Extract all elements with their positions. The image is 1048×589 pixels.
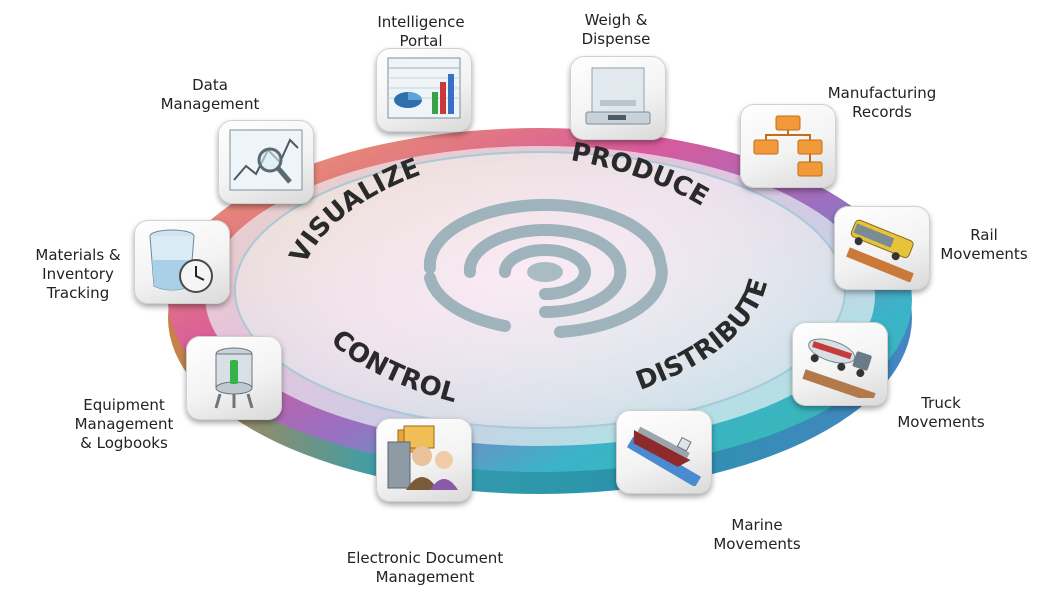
- data-management-tile: [218, 120, 314, 204]
- rail-movements-tile: [834, 206, 930, 290]
- ship-icon: [626, 426, 702, 486]
- center-logo: [423, 198, 668, 338]
- equipment-management-tile: [186, 336, 282, 420]
- tank-vessel-icon: [214, 347, 254, 409]
- scale-icon: [585, 67, 651, 125]
- flowchart-icon: [753, 115, 823, 177]
- people-folders-icon: [387, 425, 458, 490]
- truck-movements-tile: [792, 322, 888, 406]
- marine-movements-tile: [616, 410, 712, 494]
- manufacturing-records-tile: [740, 104, 836, 188]
- train-icon: [846, 219, 914, 282]
- intelligence-portal-tile: [376, 48, 472, 132]
- magnifier-chart-icon: [229, 129, 303, 191]
- label-weigh-dispense: Weigh &Dispense: [581, 11, 651, 48]
- electronic-document-management-tile: [376, 418, 472, 502]
- materials-inventory-tile: [134, 220, 230, 304]
- tanker-truck-icon: [802, 338, 876, 398]
- bar-chart-icon: [387, 57, 461, 119]
- beaker-clock-icon: [149, 229, 213, 293]
- weigh-dispense-tile: [570, 56, 666, 140]
